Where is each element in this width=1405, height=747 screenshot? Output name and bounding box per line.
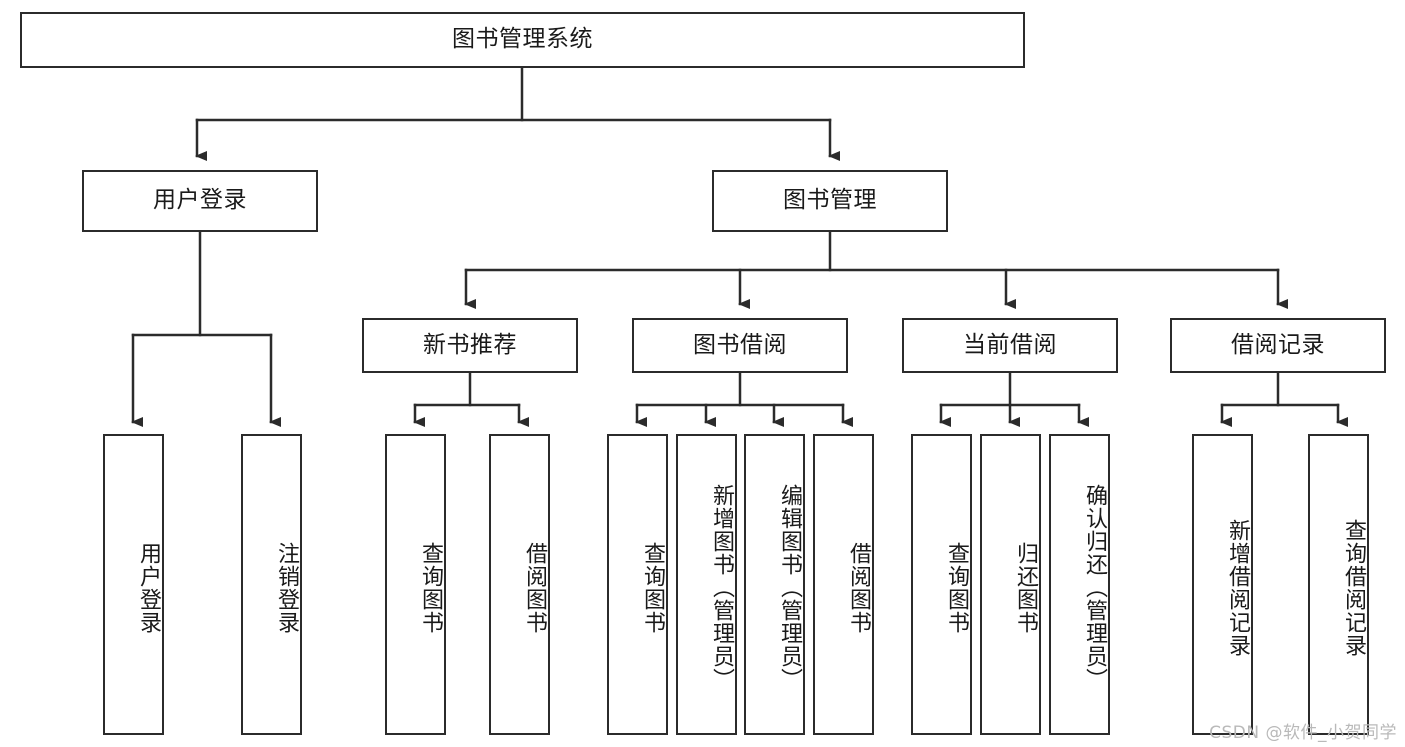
node-book-manage[interactable]: 图书管理 bbox=[712, 170, 948, 232]
csdn-watermark: CSDN @软件_小贺同学 bbox=[1209, 723, 1397, 743]
node-borrow-record-label: 借阅记录 bbox=[1231, 331, 1325, 358]
node-leaf-query-record-label: 查询借阅记录 bbox=[1341, 518, 1366, 657]
node-leaf-query-book-2[interactable]: 查询图书 bbox=[607, 434, 668, 735]
node-leaf-logout[interactable]: 注销登录 bbox=[241, 434, 302, 735]
node-leaf-return-book-label: 归还图书 bbox=[1013, 541, 1038, 634]
node-new-book-rec-label: 新书推荐 bbox=[423, 331, 517, 358]
node-leaf-edit-book-label: 编辑图书（管理员） bbox=[777, 484, 802, 691]
node-leaf-confirm-return[interactable]: 确认归还（管理员） bbox=[1049, 434, 1110, 735]
node-leaf-add-record[interactable]: 新增借阅记录 bbox=[1192, 434, 1253, 735]
node-book-manage-label: 图书管理 bbox=[783, 187, 877, 214]
node-leaf-confirm-return-label: 确认归还（管理员） bbox=[1082, 484, 1107, 691]
node-leaf-user-login[interactable]: 用户登录 bbox=[103, 434, 164, 735]
node-leaf-query-book-1-label: 查询图书 bbox=[418, 541, 443, 634]
node-leaf-query-book-2-label: 查询图书 bbox=[640, 541, 665, 634]
node-leaf-add-book[interactable]: 新增图书（管理员） bbox=[676, 434, 737, 735]
node-leaf-query-book-3[interactable]: 查询图书 bbox=[911, 434, 972, 735]
node-current-borrow[interactable]: 当前借阅 bbox=[902, 318, 1118, 373]
node-leaf-query-record[interactable]: 查询借阅记录 bbox=[1308, 434, 1369, 735]
node-leaf-edit-book[interactable]: 编辑图书（管理员） bbox=[744, 434, 805, 735]
node-leaf-query-book-3-label: 查询图书 bbox=[944, 541, 969, 634]
node-user-login[interactable]: 用户登录 bbox=[82, 170, 318, 232]
node-leaf-add-book-label: 新增图书（管理员） bbox=[709, 484, 734, 691]
node-new-book-rec[interactable]: 新书推荐 bbox=[362, 318, 578, 373]
node-leaf-add-record-label: 新增借阅记录 bbox=[1225, 518, 1250, 657]
node-borrow-record[interactable]: 借阅记录 bbox=[1170, 318, 1386, 373]
node-leaf-borrow-book-2[interactable]: 借阅图书 bbox=[813, 434, 874, 735]
node-leaf-query-book-1[interactable]: 查询图书 bbox=[385, 434, 446, 735]
node-user-login-label: 用户登录 bbox=[153, 187, 247, 214]
node-leaf-borrow-book-2-label: 借阅图书 bbox=[846, 541, 871, 634]
node-leaf-borrow-book-1-label: 借阅图书 bbox=[522, 541, 547, 634]
node-book-borrow-label: 图书借阅 bbox=[693, 331, 787, 358]
node-leaf-return-book[interactable]: 归还图书 bbox=[980, 434, 1041, 735]
node-current-borrow-label: 当前借阅 bbox=[963, 331, 1057, 358]
node-root[interactable]: 图书管理系统 bbox=[20, 12, 1025, 68]
node-leaf-logout-label: 注销登录 bbox=[274, 541, 299, 634]
node-leaf-borrow-book-1[interactable]: 借阅图书 bbox=[489, 434, 550, 735]
node-book-borrow[interactable]: 图书借阅 bbox=[632, 318, 848, 373]
node-leaf-user-login-label: 用户登录 bbox=[136, 541, 161, 634]
node-root-label: 图书管理系统 bbox=[452, 26, 593, 53]
